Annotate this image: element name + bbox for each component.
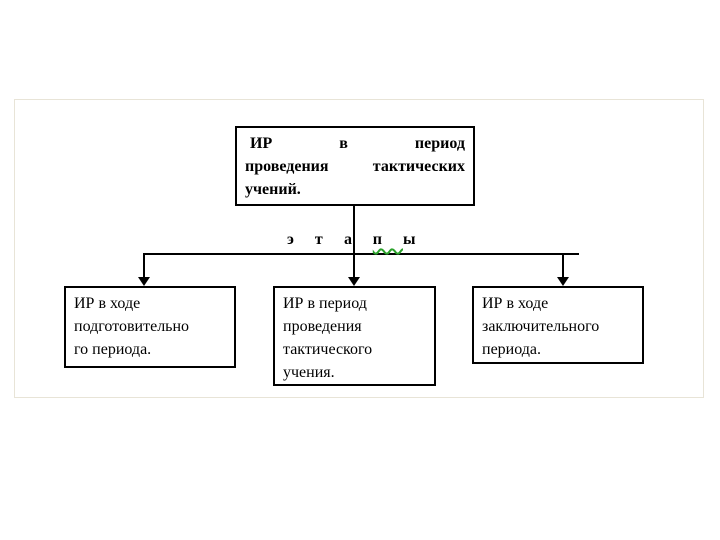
branch-node-preparatory-period: ИР в ходе подготовительно го периода. bbox=[64, 286, 236, 368]
connector-rail bbox=[143, 253, 579, 255]
branch-node-line: периода. bbox=[482, 341, 542, 358]
stages-caption-part: ы bbox=[402, 231, 437, 248]
branch-node-line: ИР в ходе bbox=[74, 295, 141, 312]
branch-node-final-period: ИР в ходе заключительного периода. bbox=[472, 286, 644, 364]
arrowhead-down-icon bbox=[557, 277, 569, 286]
root-node-box: ИР в период проведения тактических учени… bbox=[235, 126, 475, 206]
connector-stem bbox=[353, 206, 355, 254]
root-node-line: ИР в период bbox=[250, 135, 465, 152]
branch-node-line: учения. bbox=[283, 364, 335, 381]
stages-caption-misspelled-letter: п bbox=[372, 231, 403, 248]
stages-caption-part: эта bbox=[287, 231, 373, 248]
branch-node-exercise-period: ИР в период проведения тактического учен… bbox=[273, 286, 436, 386]
branch-node-line: тактического bbox=[283, 341, 373, 358]
connector-drop-left bbox=[143, 253, 145, 278]
branch-node-line: ИР в период bbox=[283, 295, 367, 312]
connector-drop-middle bbox=[353, 253, 355, 278]
root-node-line: проведения тактических bbox=[245, 158, 465, 175]
branch-node-line: ИР в ходе bbox=[482, 295, 549, 312]
branch-node-line: проведения bbox=[283, 318, 362, 335]
arrowhead-down-icon bbox=[138, 277, 150, 286]
branch-node-line: заключительного bbox=[482, 318, 600, 335]
branch-node-line: го периода. bbox=[74, 341, 152, 358]
branch-node-line: подготовительно bbox=[74, 318, 190, 335]
root-node-line: учений. bbox=[245, 181, 301, 198]
diagram-frame: ИР в период проведения тактических учени… bbox=[14, 99, 704, 398]
stages-caption: этапы bbox=[287, 231, 436, 249]
arrowhead-down-icon bbox=[348, 277, 360, 286]
connector-drop-right bbox=[562, 253, 564, 278]
